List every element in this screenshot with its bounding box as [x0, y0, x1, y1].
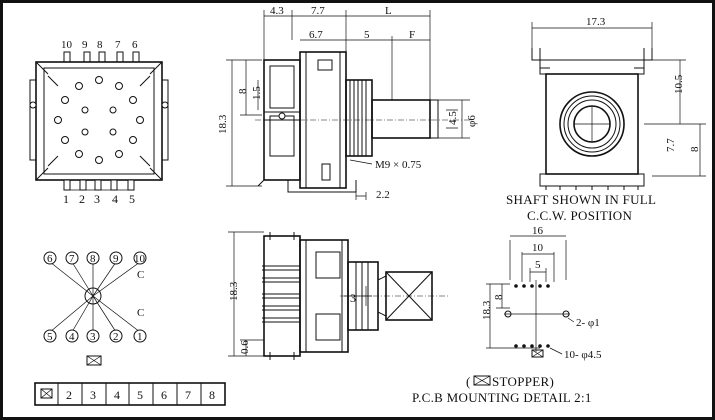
dim-8-front: 8 [689, 146, 701, 152]
pcb-mounting-detail: 16 10 5 18.3 8 2- φ1 [481, 225, 602, 361]
dim-18-3-bottom: 18.3 [228, 281, 240, 301]
top-view-contacts [54, 76, 144, 164]
bottom-side-view-pins [262, 265, 300, 323]
stopper-legend-icon [473, 375, 491, 386]
stopper-icon [86, 355, 102, 366]
position-table: 2 3 4 5 6 7 8 [34, 382, 226, 406]
position-table-stopper-icon [40, 388, 53, 399]
dim-3: 3 [350, 291, 356, 305]
bottom-pin-label-5: 5 [129, 192, 135, 206]
top-pin-label-10: 10 [61, 39, 73, 51]
dim-4-3: 4.3 [270, 5, 284, 17]
hole-label-2: 2- φ1 [576, 317, 600, 329]
dim-6-7: 6.7 [309, 29, 323, 41]
stopper-legend: ( STOPPER) [466, 374, 554, 389]
dim-7-7: 7.7 [311, 5, 325, 17]
schematic-terminals-top: 6 7 8 9 10 [43, 251, 147, 265]
dim-5: 5 [364, 29, 370, 41]
stopper-legend-open: ( [466, 374, 471, 389]
top-pin-label-8: 8 [97, 39, 103, 51]
position-cell-5: 5 [137, 388, 143, 402]
pcb-detail-caption: P.C.B MOUNTING DETAIL 2:1 [412, 390, 592, 405]
bottom-pin-label-3: 3 [94, 192, 100, 206]
dim-5-pcb: 5 [535, 259, 541, 271]
top-view-pin-labels-bottom: 1 2 3 4 5 [63, 192, 135, 206]
position-cell-4: 4 [114, 388, 120, 402]
schematic-pin-6: 6 [47, 253, 53, 265]
dim-0-6: 0.6 [239, 340, 251, 354]
dim-8-pcb: 8 [493, 294, 505, 300]
schematic-wipers [49, 261, 141, 333]
dim-8-side: 8 [237, 88, 249, 94]
dim-4-5: 4.5 [447, 111, 459, 125]
dim-2-2: 2.2 [376, 189, 390, 201]
top-view-pins-bottom [63, 179, 135, 191]
schematic-pin-8: 8 [90, 253, 96, 265]
caption-shaft-shown: SHAFT SHOWN IN FULL [506, 192, 656, 207]
schematic-pin-5: 5 [47, 331, 53, 343]
dim-18-3-pcb: 18.3 [481, 300, 493, 320]
top-pin-label-9: 9 [82, 39, 88, 51]
pcb-holes [504, 280, 570, 352]
position-cell-6: 6 [161, 388, 167, 402]
dim-L: L [385, 5, 392, 17]
schematic: 6 7 8 9 10 5 4 3 2 1 C C [43, 251, 147, 366]
bottom-pin-label-2: 2 [79, 192, 85, 206]
schematic-pin-1: 1 [137, 331, 143, 343]
bottom-pin-label-1: 1 [63, 192, 69, 206]
schematic-pin-3: 3 [90, 331, 96, 343]
side-view-shaft [371, 99, 431, 139]
caption-ccw-position: C.C.W. POSITION [527, 208, 632, 223]
top-pin-label-6: 6 [132, 39, 138, 51]
schematic-common-bottom: C [137, 307, 144, 319]
position-cell-2: 2 [66, 388, 72, 402]
thread-spec: M9 × 0.75 [375, 159, 422, 171]
pcb-stopper-icon [531, 349, 544, 358]
dim-10: 10 [532, 242, 544, 254]
top-view: 10 9 8 7 6 [29, 39, 169, 206]
front-view-bushing [559, 91, 625, 157]
schematic-pin-7: 7 [69, 253, 75, 265]
position-cell-3: 3 [90, 388, 96, 402]
top-view-pins-top [63, 51, 140, 63]
dim-F: F [409, 29, 415, 41]
dim-16: 16 [532, 225, 544, 237]
dim-7-7-front: 7.7 [665, 138, 677, 152]
dim-18-3-side: 18.3 [217, 114, 229, 134]
dim-10-5: 10.5 [673, 74, 685, 94]
position-cell-7: 7 [185, 388, 191, 402]
dim-1-5-side: 1.5 [251, 86, 263, 100]
dim-phi6: φ6 [466, 115, 478, 127]
bottom-side-view: 18.3 0.6 3 [228, 231, 450, 360]
schematic-terminals-bottom: 5 4 3 2 1 [43, 329, 147, 343]
schematic-pin-2: 2 [113, 331, 119, 343]
top-view-pin-labels-top: 10 9 8 7 6 [61, 39, 138, 51]
side-view: 4.3 7.7 L 6.7 5 F 18.3 8 1.5 4.5 φ6 [217, 5, 478, 201]
hole-label-10: 10- φ4.5 [564, 349, 602, 361]
front-view: 17.3 10.5 7.7 8 SHAFT SHOWN IN FULL C.C.… [506, 16, 706, 223]
schematic-common-top: C [137, 269, 144, 281]
schematic-pin-10: 10 [134, 253, 146, 265]
schematic-pin-9: 9 [113, 253, 119, 265]
position-cell-8: 8 [209, 388, 215, 402]
stopper-legend-text: STOPPER) [492, 374, 554, 389]
bottom-pin-label-4: 4 [112, 192, 118, 206]
schematic-pin-4: 4 [69, 331, 75, 343]
dim-17-3: 17.3 [586, 16, 606, 28]
top-pin-label-7: 7 [115, 39, 121, 51]
